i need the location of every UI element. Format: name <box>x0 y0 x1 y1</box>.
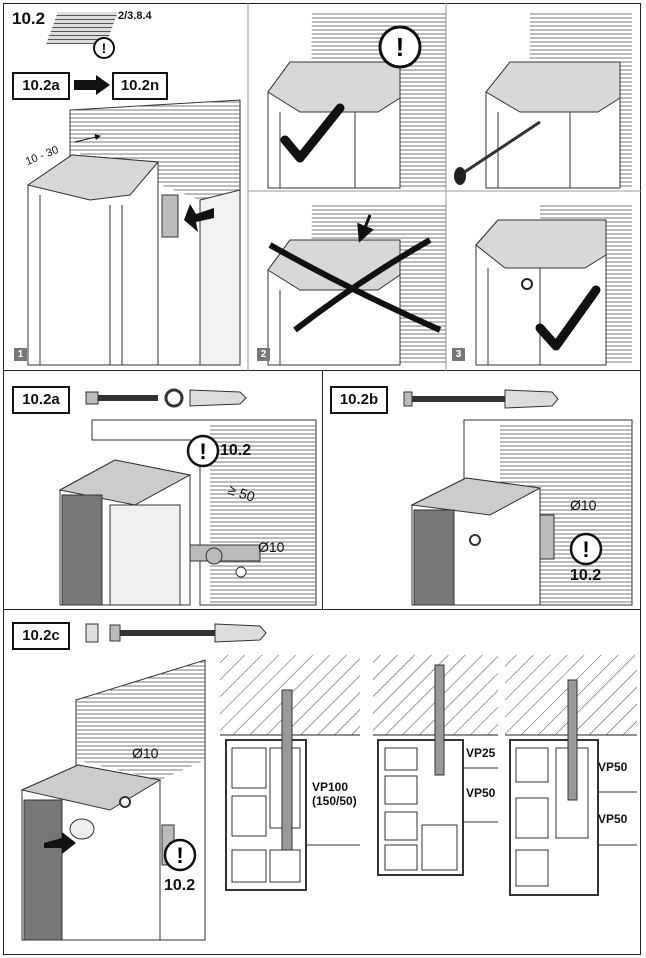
profile-section-2 <box>373 655 498 876</box>
panel2-top-illustration: ! <box>267 12 446 189</box>
profile-2-label-a: VP25 <box>466 746 496 760</box>
panel-10-2c-frame <box>3 609 641 955</box>
panel2-bottom-illustration <box>267 205 446 366</box>
svg-text:!: ! <box>199 439 206 464</box>
section-a-diameter: Ø10 <box>258 539 285 555</box>
step-number: 10.2 <box>12 9 46 28</box>
profile-1-label-a: VP100 <box>312 780 349 794</box>
section-b-ref: 10.2 <box>570 567 602 584</box>
profile-1-label-b: (150/50) <box>312 794 357 808</box>
section-c-diameter: Ø10 <box>132 745 159 761</box>
badge-step-2: 2 <box>257 348 270 361</box>
section-b-diameter: Ø10 <box>570 497 597 513</box>
section-a-ref: 10.2 <box>220 442 252 459</box>
profile-2-label-b: VP50 <box>466 786 496 800</box>
panel1-illustration <box>26 99 241 366</box>
manual-ref: 2/3.8.4 <box>118 10 152 22</box>
panel-10-2a-illustration: ! <box>58 388 317 606</box>
profile-3-label-b: VP50 <box>598 812 628 826</box>
profile-3-label-a: VP50 <box>598 760 628 774</box>
panel3-top-illustration <box>454 12 632 189</box>
arrow-right-icon <box>74 80 96 90</box>
warning-icon: ! <box>93 37 115 59</box>
section-c-ref: 10.2 <box>164 877 196 894</box>
range-from-box: 10.2a <box>12 72 70 100</box>
section-a-label: 10.2a <box>12 386 70 414</box>
svg-text:!: ! <box>396 32 405 62</box>
panel-10-2b-illustration: ! <box>403 389 633 606</box>
section-c-label: 10.2c <box>12 622 70 650</box>
profile-section-3 <box>505 655 637 896</box>
svg-text:!: ! <box>582 537 589 562</box>
panel3-bottom-illustration <box>475 205 632 366</box>
profile-section-1 <box>220 655 360 891</box>
badge-step-3: 3 <box>452 348 465 361</box>
range-to-box: 10.2n <box>112 72 168 100</box>
arrow-right-head-icon <box>96 75 110 95</box>
badge-step-1: 1 <box>14 348 27 361</box>
section-b-label: 10.2b <box>330 386 388 414</box>
svg-text:!: ! <box>176 843 183 868</box>
panel-10-2c-illustration: ! <box>20 623 637 941</box>
